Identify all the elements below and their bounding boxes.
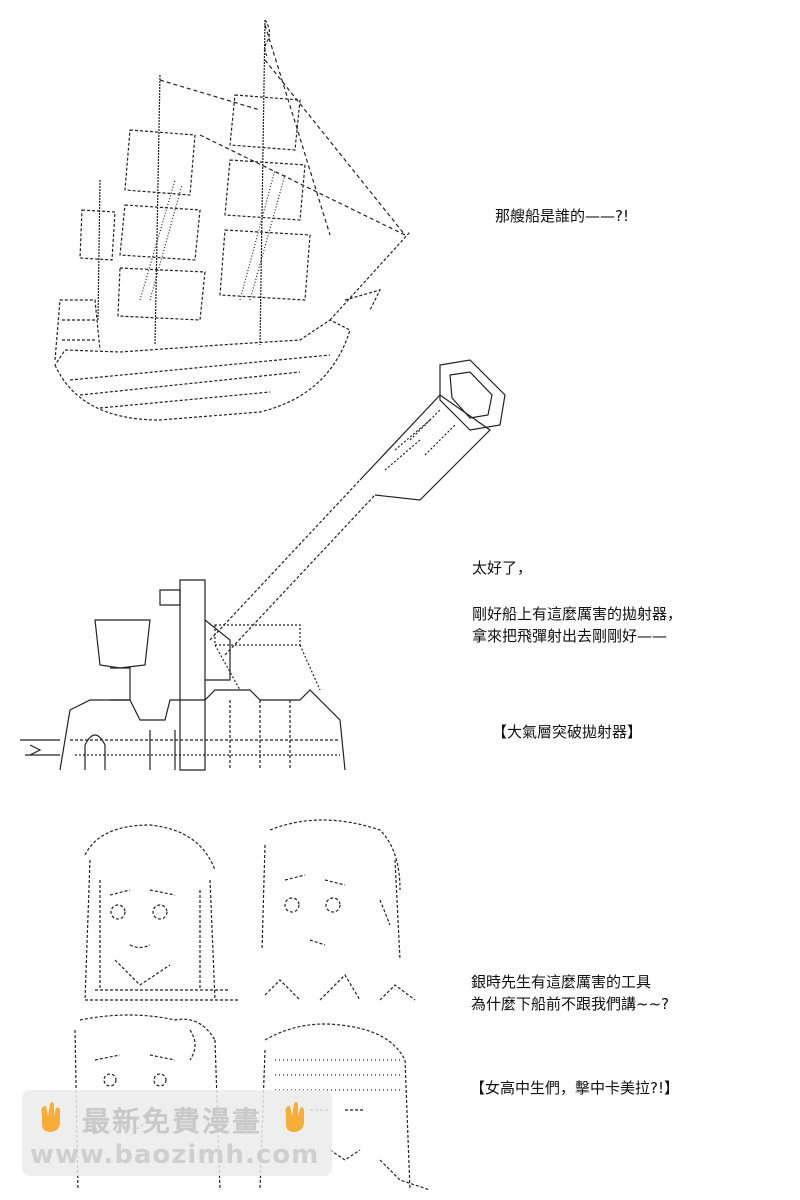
- watermark-title: 最新免費漫畫: [82, 1105, 263, 1138]
- launcher-art: [20, 359, 506, 771]
- pointing-hand-icon: [285, 1102, 304, 1132]
- girls-line-1: 銀時先生有這麼厲害的工具: [471, 973, 652, 991]
- cannon-line-3: 拿來把飛彈射出去剛剛好——: [472, 627, 668, 645]
- cannon-line-1: 太好了，: [472, 559, 533, 577]
- watermark-url: www.baozimh.com: [30, 1140, 320, 1170]
- girls-label: 【女高中生們，擊中卡美拉?!】: [470, 1079, 679, 1097]
- ship-caption: 那艘船是誰的——?!: [495, 207, 629, 225]
- pointing-hand-icon: [41, 1102, 60, 1132]
- cannon-line-2: 剛好船上有這麼厲害的拋射器，: [472, 605, 683, 623]
- site-watermark: 最新免費漫畫 www.baozimh.com: [22, 1090, 332, 1176]
- cannon-label: 【大氣層突破拋射器】: [492, 723, 643, 741]
- girls-line-2: 為什麼下船前不跟我們講~~?: [471, 995, 670, 1013]
- sailing-ship-art: [54, 19, 411, 421]
